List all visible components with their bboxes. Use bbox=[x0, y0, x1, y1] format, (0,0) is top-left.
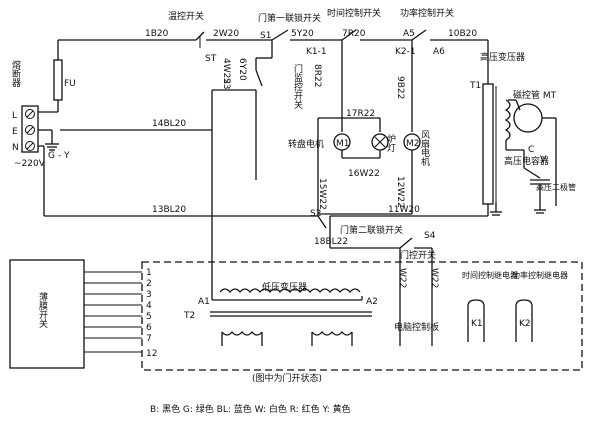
S1-label: S1 bbox=[260, 31, 271, 41]
W22-a-label: W22 bbox=[397, 268, 407, 288]
top-wiring bbox=[150, 29, 489, 119]
mains-input bbox=[21, 39, 318, 217]
wire-9B22: 9B22 bbox=[395, 76, 405, 99]
power-relay-label: 功率控制继电器 bbox=[512, 270, 568, 280]
wire-1B20: 1B20 bbox=[145, 29, 169, 39]
wire-6Y20: 6Y20 bbox=[237, 58, 247, 81]
wire-5Y20: 5Y20 bbox=[291, 29, 314, 39]
wire-17R22: 17R22 bbox=[346, 109, 375, 119]
door-first-label: 门第一联锁开关 bbox=[258, 12, 321, 24]
wire-16W22: 16W22 bbox=[348, 169, 380, 179]
lv-transformer-label: 低压变压器 bbox=[262, 281, 307, 293]
V-label: V bbox=[540, 155, 547, 165]
hv-transformer-core bbox=[482, 83, 494, 205]
door-switch-label: 门控开关 bbox=[400, 249, 436, 261]
pin-12: 12 bbox=[146, 349, 157, 359]
K2-1-label: K2-1 bbox=[395, 47, 416, 57]
wire-4W22: 4W22 bbox=[221, 58, 231, 84]
A6-label: A6 bbox=[433, 47, 445, 57]
terminal-block bbox=[21, 105, 39, 153]
timer-switch-label: 时间控制开关 bbox=[327, 7, 381, 19]
neutral-wiring bbox=[317, 204, 489, 262]
S2-label: S2 bbox=[310, 209, 321, 219]
ST-label: ST bbox=[205, 54, 217, 64]
membrane-switch bbox=[9, 259, 142, 369]
hv-section bbox=[482, 83, 557, 216]
fuse-label: FU bbox=[64, 79, 76, 89]
voltage-label: ~220V bbox=[14, 159, 46, 169]
terminal-L: L bbox=[12, 111, 17, 121]
power-switch-label: 功率控制开关 bbox=[400, 7, 454, 19]
pin-3: 3 bbox=[146, 290, 152, 300]
pin-6: 6 bbox=[146, 323, 152, 333]
temp-switch-label: 温控开关 bbox=[168, 10, 204, 22]
magnetron-symbol bbox=[513, 103, 543, 133]
wire-18BL22: 18BL22 bbox=[314, 237, 348, 247]
T2-label: T2 bbox=[183, 311, 195, 321]
pin-5: 5 bbox=[146, 312, 152, 322]
S4-label: S4 bbox=[424, 231, 436, 241]
power-relay-coil bbox=[515, 299, 533, 342]
state-note: (图中为门开状态) bbox=[252, 372, 322, 384]
hv-transformer-label: 高压变压器 bbox=[480, 51, 525, 63]
control-board-outline bbox=[141, 261, 583, 371]
board-label: 电脑控制板 bbox=[394, 321, 439, 333]
membrane-label: 薄膜开关 bbox=[37, 291, 48, 329]
pin-1: 1 bbox=[146, 268, 152, 278]
W22-b-label: W22 bbox=[429, 268, 439, 288]
wire-13BL20: 13BL20 bbox=[152, 205, 186, 215]
C-label: C bbox=[528, 145, 534, 155]
door-monitor-label: 门监控开关 bbox=[292, 63, 303, 110]
terminal-N: N bbox=[12, 143, 19, 153]
pin-2: 2 bbox=[146, 279, 152, 289]
door-second-label: 门第二联锁开关 bbox=[340, 224, 403, 236]
fan-motor-label: 风扇电机 bbox=[419, 130, 430, 167]
wire-8R22: 8R22 bbox=[312, 64, 322, 87]
fuse-title: 熔断器 bbox=[10, 59, 21, 87]
timer-relay-label: 时间控制继电器 bbox=[462, 270, 518, 280]
S3-label: S3 bbox=[221, 78, 231, 89]
A1-label: A1 bbox=[198, 297, 210, 307]
timer-relay-coil bbox=[467, 299, 485, 342]
lamp-label: 炉灯 bbox=[385, 133, 396, 153]
terminal-E: E bbox=[12, 127, 18, 137]
turntable-motor-label: 转盘电机 bbox=[288, 138, 324, 150]
T1-label: T1 bbox=[469, 81, 481, 91]
magnetron-label: 磁控管 MT bbox=[513, 89, 557, 101]
M2-label: M2 bbox=[406, 139, 420, 149]
color-legend: B: 黑色 G: 绿色 BL: 蓝色 W: 白色 R: 红色 Y: 黄色 bbox=[150, 403, 351, 415]
control-board bbox=[141, 110, 583, 371]
membrane-switch-box bbox=[9, 259, 85, 369]
fuse-symbol bbox=[53, 59, 63, 101]
wire-15W22: 15W22 bbox=[317, 178, 327, 210]
pin-7: 7 bbox=[146, 334, 152, 344]
loads bbox=[317, 112, 421, 215]
K2-label: K2 bbox=[519, 319, 531, 329]
pin-4: 4 bbox=[146, 301, 152, 311]
M1-label: M1 bbox=[336, 139, 350, 149]
ground-label: G - Y bbox=[48, 151, 70, 161]
K1-1-label: K1-1 bbox=[306, 47, 327, 57]
A2-label: A2 bbox=[366, 297, 378, 307]
wire-11W20: 11W20 bbox=[388, 205, 420, 215]
wire-10B20: 10B20 bbox=[448, 29, 477, 39]
hv-capacitor-label: 高压电容器 bbox=[504, 155, 549, 167]
hv-diode-label: 高压二极管 bbox=[536, 182, 576, 192]
wire-14BL20: 14BL20 bbox=[152, 119, 186, 129]
wire-2W20: 2W20 bbox=[213, 29, 239, 39]
wire-7R20: 7R20 bbox=[342, 29, 366, 39]
K1-label: K1 bbox=[471, 319, 483, 329]
A5-label: A5 bbox=[403, 29, 415, 39]
wire-12W22: 12W22 bbox=[395, 176, 405, 208]
